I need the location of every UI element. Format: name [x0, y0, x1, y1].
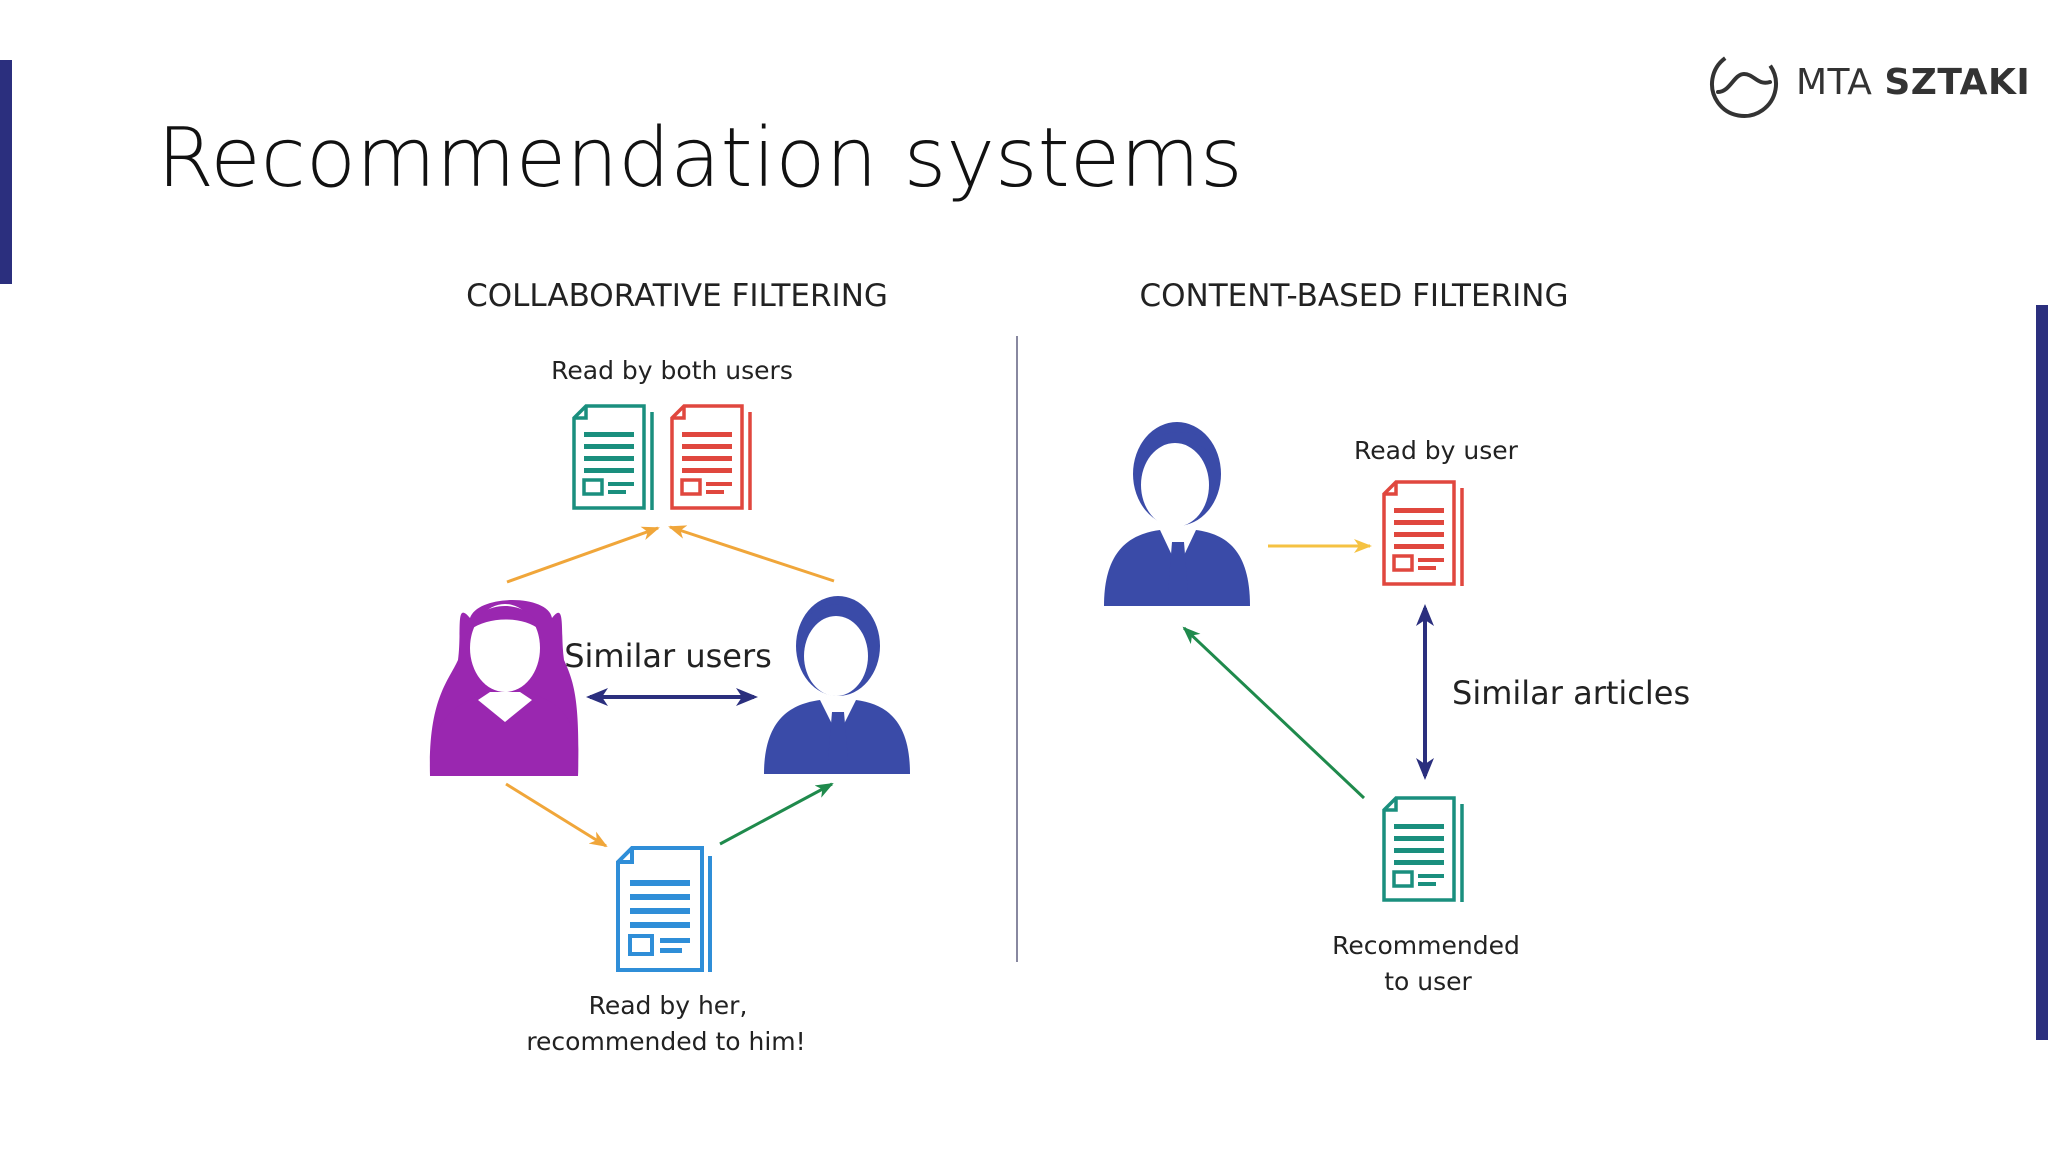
logo-text-light: MTA [1796, 62, 1885, 103]
read-by-both-label: Read by both users [551, 356, 793, 385]
arrow-woman-to-shared [506, 526, 660, 584]
similar-articles-label: Similar articles [1452, 674, 1690, 712]
read-by-her-label-line1: Read by her, [589, 991, 748, 1020]
woman-user-icon [429, 600, 579, 776]
sztaki-logo-icon [1710, 50, 1778, 118]
arrow-woman-to-doc [505, 782, 608, 848]
man-user-icon [764, 596, 910, 774]
mta-sztaki-logo: MTA SZTAKI [1704, 44, 2030, 126]
red-document-icon [670, 404, 752, 510]
collaborative-heading: COLLABORATIVE FILTERING [466, 278, 888, 314]
arrow-man-to-shared [668, 525, 835, 583]
content-user-icon [1104, 422, 1250, 606]
slide-title: Recommendation systems [157, 111, 1243, 206]
arrow-doc-to-man [719, 782, 834, 846]
similar-users-label: Similar users [564, 637, 772, 675]
right-accent-bar [2036, 305, 2048, 1040]
logo-text: MTA SZTAKI [1796, 62, 2030, 103]
teal-document-icon [572, 404, 654, 510]
read-by-user-label: Read by user [1354, 436, 1519, 465]
read-by-her-label-line2: recommended to him! [526, 1027, 805, 1056]
blue-document-icon [616, 846, 712, 972]
logo-text-bold: SZTAKI [1884, 62, 2031, 103]
arrow-recommended-to-user [1182, 626, 1366, 800]
recommended-document-icon [1382, 796, 1464, 902]
left-accent-bar [0, 60, 12, 284]
read-document-icon [1382, 480, 1464, 586]
recommended-label-line2: to user [1384, 967, 1472, 996]
recommended-label-line1: Recommended [1332, 931, 1520, 960]
content-based-heading: CONTENT-BASED FILTERING [1140, 278, 1569, 314]
